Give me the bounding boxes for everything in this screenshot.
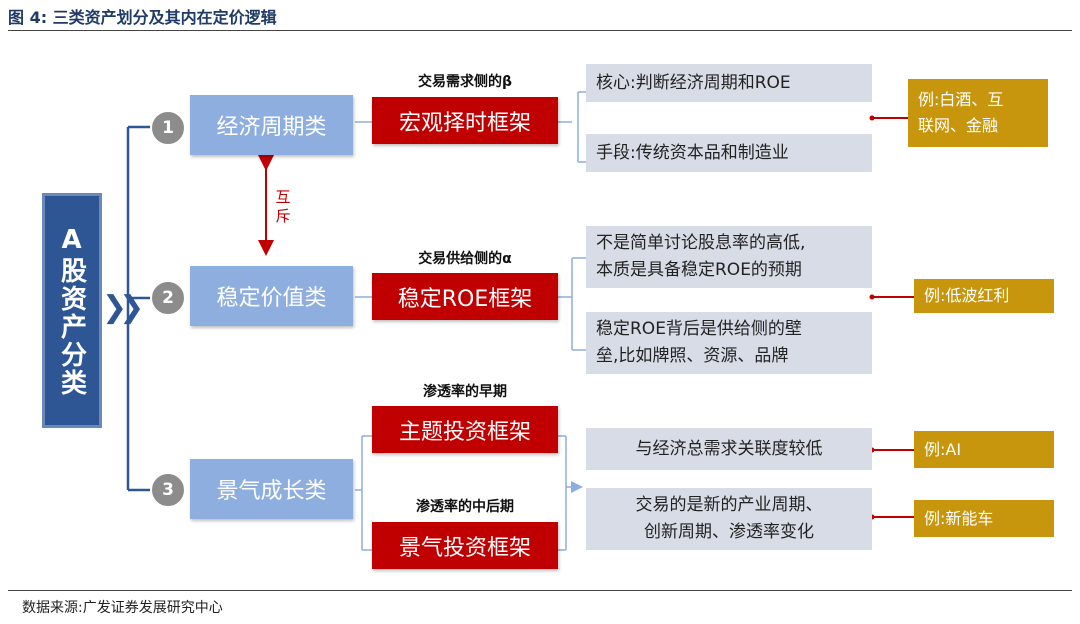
example-low-vol-dividend: 例:低波红利 xyxy=(914,279,1054,313)
framework-macro-timing: 宏观择时框架 xyxy=(372,97,558,144)
mutual-exclusive-label: 互斥 xyxy=(275,188,291,225)
badge-2: 2 xyxy=(150,280,186,316)
framework-label-supply-alpha: 交易供给侧的α xyxy=(418,251,512,267)
example-liquor-internet-finance: 例:白酒、互 联网、金融 xyxy=(908,79,1048,147)
desc-line: 本质是具备稳定ROE的预期 xyxy=(596,260,802,280)
desc-line: 不是简单讨论股息率的高低, xyxy=(596,233,806,253)
source-note: 数据来源:广发证券发展研究中心 xyxy=(22,600,223,616)
desc-low-correlation: 与经济总需求关联度较低 xyxy=(586,428,872,470)
desc-line: 稳定ROE背后是供给侧的壁 xyxy=(596,319,802,339)
desc-capital-goods: 手段:传统资本品和制造业 xyxy=(586,134,872,172)
example-ai: 例:AI xyxy=(914,431,1054,468)
desc-supply-barrier: 稳定ROE背后是供给侧的壁 垒,比如牌照、资源、品牌 xyxy=(586,312,872,374)
desc-line: 与经济总需求关联度较低 xyxy=(635,438,823,459)
top-divider xyxy=(8,30,1072,31)
desc-new-cycle: 交易的是新的产业周期、 创新周期、渗透率变化 xyxy=(586,488,872,550)
desc-line: 交易的是新的产业周期、 xyxy=(635,495,823,515)
framework-prosperity: 景气投资框架 xyxy=(372,522,558,569)
example-line: 例:白酒、互 xyxy=(918,90,1004,109)
desc-dividend-roe: 不是简单讨论股息率的高低, 本质是具备稳定ROE的预期 xyxy=(586,226,872,288)
framework-label-early-penetration: 渗透率的早期 xyxy=(423,384,507,400)
badge-1: 1 xyxy=(150,110,186,146)
double-chevron-icon: ❯❯ xyxy=(102,290,144,325)
desc-line: 核心:判断经济周期和ROE xyxy=(596,72,791,93)
category-economic-cycle: 经济周期类 xyxy=(190,95,353,155)
example-line: 联网、金融 xyxy=(918,116,999,135)
asset-classification-label: A股资产分类 xyxy=(56,224,87,397)
framework-label-late-penetration: 渗透率的中后期 xyxy=(416,499,514,515)
example-line: 例:低波红利 xyxy=(924,286,1010,305)
category-stable-value: 稳定价值类 xyxy=(190,266,353,326)
desc-line: 手段:传统资本品和制造业 xyxy=(596,142,789,163)
category-growth: 景气成长类 xyxy=(190,459,353,519)
asset-classification-box: A股资产分类 xyxy=(42,193,102,428)
desc-line: 创新周期、渗透率变化 xyxy=(644,522,814,542)
example-new-energy-vehicle: 例:新能车 xyxy=(914,500,1054,537)
framework-thematic: 主题投资框架 xyxy=(372,406,558,453)
example-line: 例:新能车 xyxy=(924,508,994,528)
example-line: 例:AI xyxy=(924,439,962,459)
framework-label-demand-beta: 交易需求侧的β xyxy=(417,74,513,90)
desc-core-cycle: 核心:判断经济周期和ROE xyxy=(586,64,872,102)
desc-line: 垒,比如牌照、资源、品牌 xyxy=(596,346,789,366)
badge-3: 3 xyxy=(150,472,186,508)
figure-title: 图 4: 三类资产划分及其内在定价逻辑 xyxy=(8,8,277,27)
bottom-divider xyxy=(8,590,1072,591)
framework-stable-roe: 稳定ROE框架 xyxy=(372,273,558,320)
